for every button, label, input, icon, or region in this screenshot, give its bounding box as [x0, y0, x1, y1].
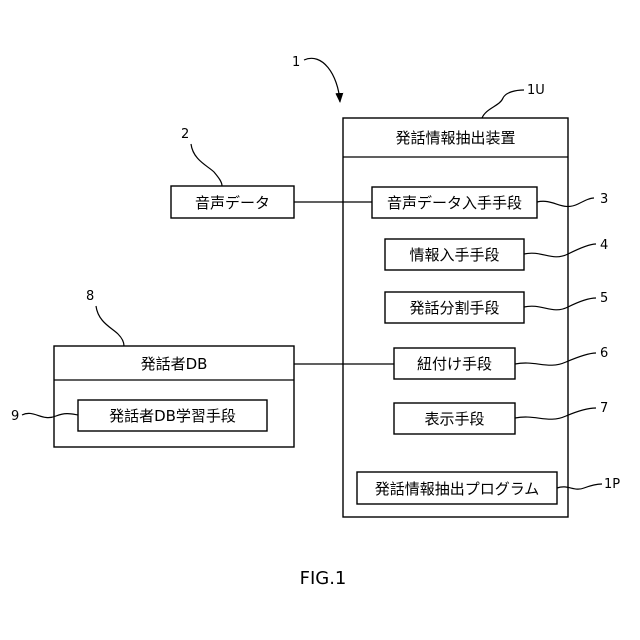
speaker-db-leader	[96, 306, 124, 346]
info-acquire-label: 情報入手手段	[409, 246, 499, 264]
ref-program: 1P	[604, 477, 620, 492]
figure-label: FIG.1	[300, 568, 347, 589]
ref-speaker-db: 8	[86, 289, 94, 304]
ref-system: 1	[292, 55, 300, 70]
ref-voice-data: 2	[181, 127, 189, 142]
split-label: 発話分割手段	[409, 299, 499, 317]
display-label: 表示手段	[424, 410, 484, 428]
system-arrow	[304, 58, 340, 102]
ref-voice-acquire: 3	[600, 192, 608, 207]
ref-split: 5	[600, 291, 608, 306]
voice-data-label: 音声データ	[195, 194, 270, 212]
ref-device: 1U	[527, 83, 545, 98]
ref-db-learning: 9	[11, 409, 19, 424]
speaker-db-title: 発話者DB	[141, 355, 208, 373]
voice-acquire-label: 音声データ入手手段	[387, 194, 522, 212]
voice-data-leader	[191, 144, 222, 186]
link-label: 紐付け手段	[417, 355, 492, 373]
ref-info-acquire: 4	[600, 238, 608, 253]
device-leader	[482, 90, 524, 118]
device-title: 発話情報抽出装置	[395, 129, 515, 147]
ref-display: 7	[600, 401, 608, 416]
ref-link: 6	[600, 346, 608, 361]
program-label: 発話情報抽出プログラム	[375, 480, 540, 498]
db-learning-label: 発話者DB学習手段	[109, 407, 236, 425]
